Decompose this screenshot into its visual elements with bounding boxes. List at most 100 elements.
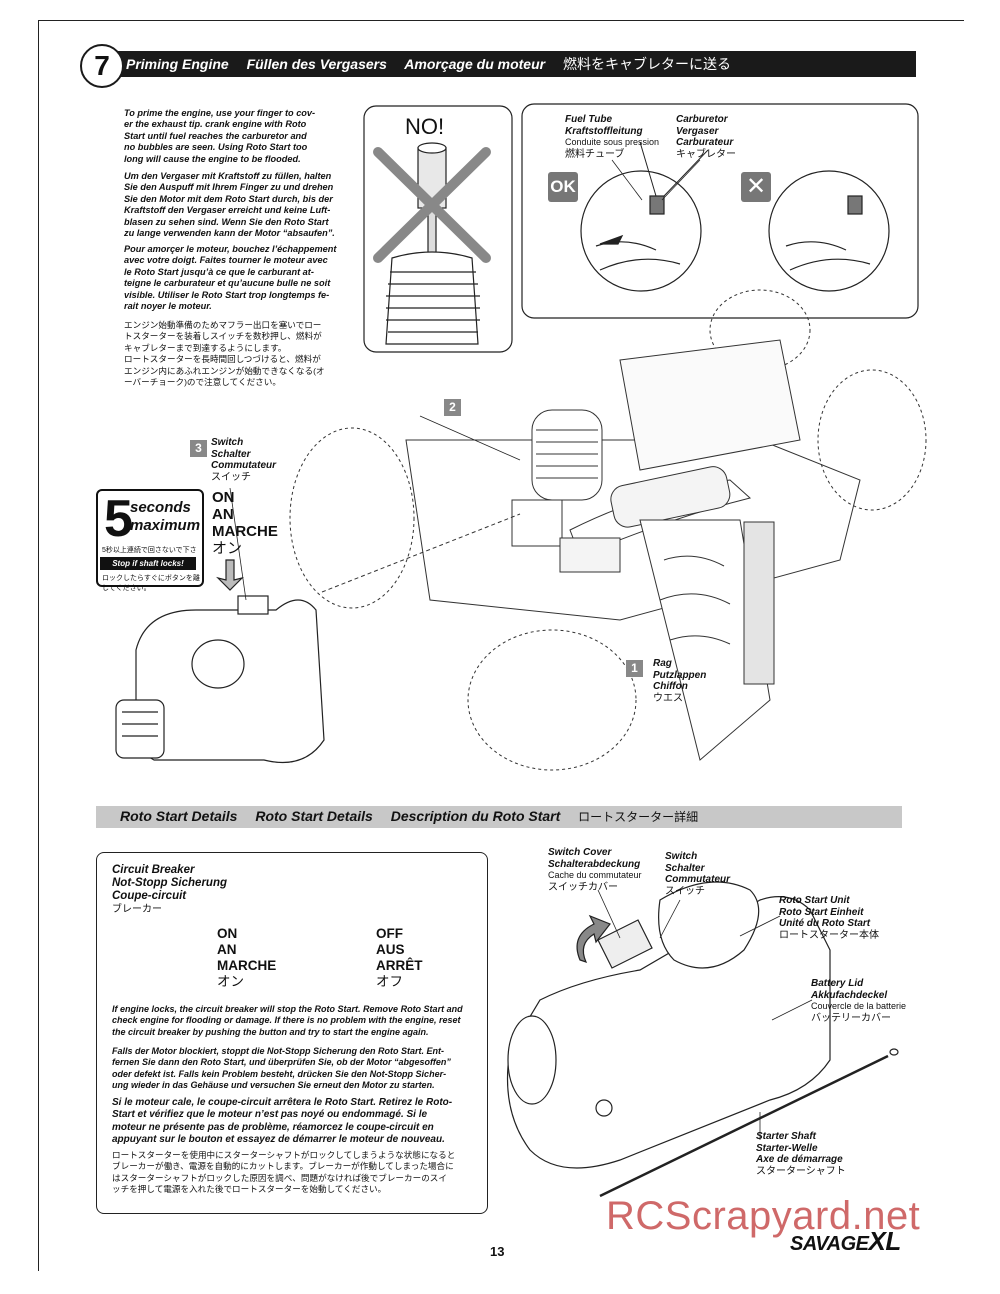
no-label: NO! <box>405 114 445 139</box>
de: Schalter <box>211 448 251 460</box>
switch-cover-label: Switch Cover Schalterabdeckung Cache du … <box>548 847 642 893</box>
title-fr: Amorçage du moteur <box>404 56 546 72</box>
en: Switch <box>665 851 698 862</box>
fr: MARCHE <box>217 958 277 973</box>
breaker-text-fr: Si le moteur cale, le coupe-circuit arrê… <box>112 1097 472 1147</box>
watermark: RCScrapyard.net <box>606 1194 921 1238</box>
savage-xl-logo: SAVAGEXL <box>790 1226 901 1257</box>
instruction-jp: エンジン始動準備のためマフラー出口を塞いでロー トスターターを装着しスイッチを数… <box>124 320 338 388</box>
jp: オフ <box>376 974 403 989</box>
line: If engine locks, the circuit breaker wil… <box>112 1004 463 1014</box>
roto-section-bar <box>96 806 902 828</box>
roto-unit-label: Roto Start Unit Roto Start Einheit Unité… <box>779 895 879 941</box>
instruction-de: Um den Vergaser mit Kraftstoff zu füllen… <box>124 171 338 239</box>
jp: ロートスターター詳細 <box>578 810 699 824</box>
fr: Commutateur <box>211 460 277 471</box>
en: Carburetor <box>676 114 728 125</box>
jp: ロートスターター本体 <box>779 929 879 941</box>
en: Starter Shaft <box>756 1131 817 1142</box>
jp: バッテリーカバー <box>811 1012 891 1024</box>
fuel-tube-label: Fuel Tube Kraftstoffleitung Conduite sou… <box>565 114 659 160</box>
line: はスターターシャフトがロックした原因を調べ、問題がなければ後でブレーカーのスイ <box>112 1172 447 1183</box>
five-seconds-warning: 5 seconds maximum 5秒以上連続で回さないで下さい。 Stop … <box>96 489 204 592</box>
line: blasen zu sehen sind. Wenn Sie den Roto … <box>124 216 329 227</box>
leader-lines <box>229 159 813 1140</box>
en: Fuel Tube <box>565 114 613 125</box>
en: Switch <box>211 437 244 448</box>
carburetor-label: Carburetor Vergaser Carburateur キャブレター <box>676 114 736 160</box>
line: avec votre doigt. Faites tourner le mote… <box>124 255 328 266</box>
jp: オン <box>217 974 244 989</box>
line: Falls der Motor blockiert, stoppt die No… <box>112 1046 445 1056</box>
line: teigne le carburateur et qu’aucune bulle… <box>124 278 331 289</box>
step-title: Priming Engine Füllen des Vergasers Amor… <box>126 54 745 74</box>
line: ーバーチョーク)ので注意してください。 <box>124 377 281 388</box>
fr: Coupe-circuit <box>112 890 187 902</box>
maximum: maximum <box>130 517 201 534</box>
breaker-off-label: OFF AUS ARRÊT オフ <box>376 926 423 990</box>
x-badge: ✕ <box>741 172 771 202</box>
jp: 燃料チューブ <box>565 148 625 160</box>
line: Um den Vergaser mit Kraftstoff zu füllen… <box>124 171 332 181</box>
battery-lid-label: Battery Lid Akkufachdeckel Couvercle de … <box>811 978 906 1024</box>
jp: スイッチ <box>211 471 251 483</box>
line: エンジン始動準備のためマフラー出口を塞いでロー <box>124 320 322 330</box>
carburetor-panel-illustration <box>521 103 919 319</box>
line: トスターターを装着しスイッチを数秒押し、燃料が <box>124 331 322 342</box>
line: fernen Sie dann den Roto Start, und über… <box>112 1057 451 1068</box>
jp: スイッチ <box>665 885 705 897</box>
de: Putzlappen <box>653 669 707 681</box>
fr: Commutateur <box>665 874 731 885</box>
rag-label: Rag Putzlappen Chiffon ウエス <box>653 658 706 704</box>
roto-start-main-illustration <box>115 559 325 764</box>
en: OFF <box>376 926 403 941</box>
jp: キャブレター <box>676 148 736 160</box>
de: Schalter <box>665 862 705 874</box>
line: ロートスターターを長時間回しつづけると、燃料が <box>124 354 321 365</box>
line: Sie den Motor mit dem Roto Start durch, … <box>124 193 333 204</box>
line: visible. Utiliser le Roto Start trop lon… <box>124 289 330 300</box>
en: Roto Start Details <box>120 808 238 824</box>
line: check engine for flooding or damage. If … <box>112 1015 461 1026</box>
jp: スイッチカバー <box>548 881 618 893</box>
line: Si le moteur cale, le coupe-circuit arrê… <box>112 1097 453 1108</box>
de: AUS <box>376 942 405 957</box>
jp: オン <box>212 540 243 557</box>
line: キャブレターまで到達するようにします。 <box>124 342 287 353</box>
title-de: Füllen des Vergasers <box>246 56 387 72</box>
logo-b: XL <box>868 1226 902 1256</box>
de: Roto Start Einheit <box>779 906 864 918</box>
fr: Chiffon <box>653 681 688 692</box>
fr: Couvercle de la batterie <box>811 1001 907 1011</box>
stop-note: Stop if shaft locks! <box>100 557 196 570</box>
line: Start until fuel reaches the carburetor … <box>124 130 307 141</box>
line: no bubbles are seen. Using Roto Start to… <box>124 142 308 153</box>
page-frame <box>38 20 964 1271</box>
line: Start et vérifiez que le moteur n’est pa… <box>112 1109 428 1121</box>
circuit-breaker-label: Circuit Breaker Not-Stopp Sicherung Coup… <box>112 864 227 916</box>
breaker-text-en: If engine locks, the circuit breaker wil… <box>112 1004 472 1038</box>
no-panel-illustration <box>363 105 513 353</box>
line: le Roto Start jusqu’à ce que le carburan… <box>124 266 314 277</box>
en: Roto Start Unit <box>779 895 850 906</box>
step-3-badge: 3 <box>190 440 207 457</box>
on-labels: ON AN MARCHE オン <box>212 489 278 557</box>
fr: ARRÊT <box>376 958 423 973</box>
logo-a: SAVAGE <box>790 1233 869 1255</box>
de: Akkufachdeckel <box>811 989 888 1001</box>
fr: Description du Roto Start <box>390 808 561 824</box>
fr: Axe de démarrage <box>756 1154 843 1165</box>
line: ブレーカーが働き、電源を自動的にカットします。ブレーカーが作動してしまった場合に <box>112 1161 454 1172</box>
jp: ウエス <box>653 692 683 704</box>
step-2-badge: 2 <box>444 399 461 416</box>
de: AN <box>217 942 237 957</box>
en: ON <box>212 489 235 506</box>
breaker-on-label: ON AN MARCHE オン <box>217 926 276 990</box>
line: Sie den Auspuff mit Ihrem Finger zu und … <box>124 182 334 193</box>
line: zu lange verwenden kann der Motor “absau… <box>124 228 335 239</box>
jp-stop: ロックしたらすぐにボタンを離してください。 <box>102 575 200 592</box>
roto-switch-label: Switch Schalter Commutateur スイッチ <box>665 851 730 897</box>
fr: Cache du commutateur <box>548 870 642 880</box>
ok-badge: OK <box>548 172 578 202</box>
